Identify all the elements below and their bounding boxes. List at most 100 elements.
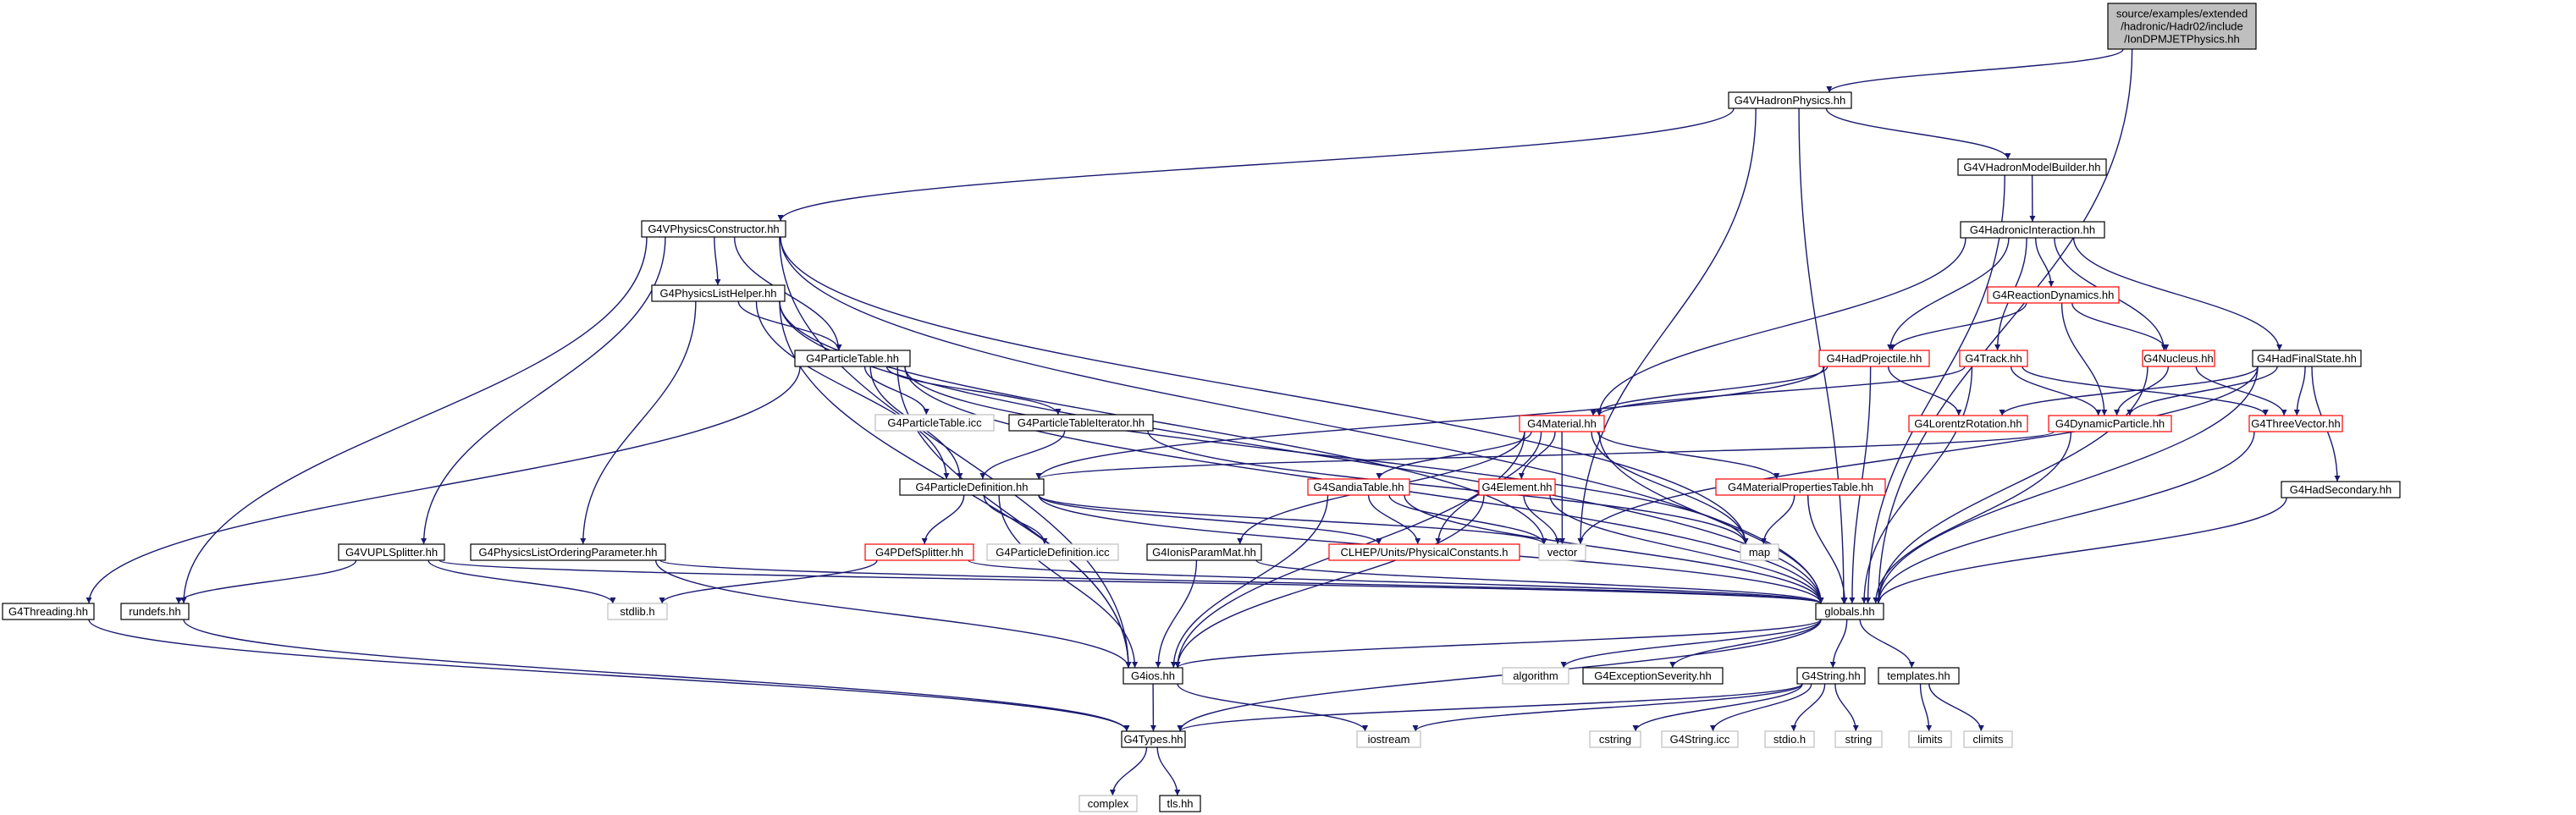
node-box[interactable] <box>899 478 1045 496</box>
node-G4MaterialPropertiesTable[interactable]: G4MaterialPropertiesTable.hh <box>1715 478 1886 496</box>
node-G4LorentzRotation[interactable]: G4LorentzRotation.hh <box>1908 415 2028 432</box>
node-G4ParticleDefinition[interactable]: G4ParticleDefinition.hh <box>899 478 1045 496</box>
node-box[interactable] <box>2 603 95 620</box>
node-box[interactable] <box>1146 543 1262 561</box>
node-G4HadSecondary[interactable]: G4HadSecondary.hh <box>2281 481 2401 498</box>
node-rundefs[interactable]: rundefs.hh <box>120 603 190 620</box>
node-root[interactable]: source/examples/extended/hadronic/Hadr02… <box>2107 3 2257 50</box>
node-G4SandiaTable[interactable]: G4SandiaTable.hh <box>1307 478 1410 496</box>
node-G4ParticleTable[interactable]: G4ParticleTable.hh <box>794 350 911 367</box>
node-tls[interactable]: tls.hh <box>1159 795 1201 812</box>
node-box[interactable] <box>470 543 666 561</box>
node-box[interactable] <box>1078 795 1138 812</box>
node-box[interactable] <box>1764 730 1815 748</box>
node-iostream[interactable]: iostream <box>1356 730 1421 748</box>
node-box[interactable] <box>1008 414 1154 432</box>
node-G4ExceptionSeverity[interactable]: G4ExceptionSeverity.hh <box>1582 667 1724 685</box>
node-G4IonisParamMat[interactable]: G4IonisParamMat.hh <box>1146 543 1262 561</box>
node-box[interactable] <box>2048 415 2172 432</box>
node-box[interactable] <box>1328 543 1520 561</box>
node-box[interactable] <box>1121 730 1186 748</box>
node-G4HadronicInteraction[interactable]: G4HadronicInteraction.hh <box>1960 221 2105 239</box>
node-box[interactable] <box>1796 667 1866 685</box>
node-globals[interactable]: globals.hh <box>1815 603 1884 620</box>
node-box[interactable] <box>1908 415 2028 432</box>
node-box[interactable] <box>1661 730 1739 748</box>
node-G4PhysicsListOrderingParameter[interactable]: G4PhysicsListOrderingParameter.hh <box>470 543 666 561</box>
node-box[interactable] <box>1478 478 1556 496</box>
node-box[interactable] <box>1502 667 1569 685</box>
node-box[interactable] <box>864 543 974 561</box>
node-box[interactable] <box>651 284 786 302</box>
node-box[interactable] <box>1715 478 1886 496</box>
node-stdioh[interactable]: stdio.h <box>1764 730 1815 748</box>
node-G4ReactionDynamics[interactable]: G4ReactionDynamics.hh <box>1987 286 2120 304</box>
node-G4StringIcc[interactable]: G4String.icc <box>1661 730 1739 748</box>
node-box[interactable] <box>1589 730 1641 748</box>
node-G4VHadronPhysics[interactable]: G4VHadronPhysics.hh <box>1728 91 1852 109</box>
node-box[interactable] <box>1878 667 1960 685</box>
node-G4VPhysicsConstructor[interactable]: G4VPhysicsConstructor.hh <box>641 220 786 238</box>
node-box[interactable] <box>1957 158 2107 176</box>
node-complex[interactable]: complex <box>1078 795 1138 812</box>
node-box[interactable] <box>1815 603 1884 620</box>
node-G4VHadronModelBuilder[interactable]: G4VHadronModelBuilder.hh <box>1957 158 2107 176</box>
node-G4PhysicsListHelper[interactable]: G4PhysicsListHelper.hh <box>651 284 786 302</box>
node-G4ios[interactable]: G4ios.hh <box>1123 667 1183 685</box>
node-box[interactable] <box>1538 543 1586 561</box>
node-G4HadFinalState[interactable]: G4HadFinalState.hh <box>2252 350 2362 367</box>
node-G4Element[interactable]: G4Element.hh <box>1478 478 1556 496</box>
node-templates[interactable]: templates.hh <box>1878 667 1960 685</box>
node-box[interactable] <box>794 350 911 367</box>
node-box[interactable] <box>641 220 786 238</box>
node-CLHEP[interactable]: CLHEP/Units/PhysicalConstants.h <box>1328 543 1520 561</box>
node-box[interactable] <box>1582 667 1724 685</box>
node-G4ThreeVector[interactable]: G4ThreeVector.hh <box>2248 415 2343 432</box>
node-cstring[interactable]: cstring <box>1589 730 1641 748</box>
node-vector[interactable]: vector <box>1538 543 1586 561</box>
node-box[interactable] <box>1818 350 1930 367</box>
node-box[interactable] <box>338 543 445 561</box>
node-box[interactable] <box>120 603 190 620</box>
node-algorithm[interactable]: algorithm <box>1502 667 1569 685</box>
node-box[interactable] <box>1963 730 2013 748</box>
node-G4PDefSplitter[interactable]: G4PDefSplitter.hh <box>864 543 974 561</box>
node-G4String[interactable]: G4String.hh <box>1796 667 1866 685</box>
node-box[interactable] <box>1908 730 1952 748</box>
node-box[interactable] <box>1123 667 1183 685</box>
node-box[interactable] <box>2281 481 2401 498</box>
node-box[interactable] <box>2107 3 2257 50</box>
node-box[interactable] <box>2142 350 2215 367</box>
node-string[interactable]: string <box>1834 730 1883 748</box>
node-box[interactable] <box>2252 350 2362 367</box>
node-climits[interactable]: climits <box>1963 730 2013 748</box>
node-G4HadProjectile[interactable]: G4HadProjectile.hh <box>1818 350 1930 367</box>
node-G4Material[interactable]: G4Material.hh <box>1519 415 1605 432</box>
node-G4Threading[interactable]: G4Threading.hh <box>2 603 95 620</box>
node-box[interactable] <box>874 414 995 432</box>
node-limits[interactable]: limits <box>1908 730 1952 748</box>
node-box[interactable] <box>1959 350 2028 367</box>
node-box[interactable] <box>1987 286 2120 304</box>
node-G4ParticleDefinitionIcc[interactable]: G4ParticleDefinition.icc <box>986 543 1119 561</box>
node-G4Track[interactable]: G4Track.hh <box>1959 350 2028 367</box>
node-box[interactable] <box>1960 221 2105 239</box>
node-G4ParticleTableIterator[interactable]: G4ParticleTableIterator.hh <box>1008 414 1154 432</box>
node-box[interactable] <box>986 543 1119 561</box>
node-G4Nucleus[interactable]: G4Nucleus.hh <box>2142 350 2215 367</box>
node-box[interactable] <box>1834 730 1883 748</box>
node-G4Types[interactable]: G4Types.hh <box>1121 730 1186 748</box>
node-G4DynamicParticle[interactable]: G4DynamicParticle.hh <box>2048 415 2172 432</box>
node-map[interactable]: map <box>1740 543 1779 561</box>
node-box[interactable] <box>1307 478 1410 496</box>
node-stdlib[interactable]: stdlib.h <box>607 603 668 620</box>
node-box[interactable] <box>1159 795 1201 812</box>
node-box[interactable] <box>1740 543 1779 561</box>
node-box[interactable] <box>2248 415 2343 432</box>
node-G4VUPLSplitter[interactable]: G4VUPLSplitter.hh <box>338 543 445 561</box>
node-box[interactable] <box>1519 415 1605 432</box>
node-box[interactable] <box>1356 730 1421 748</box>
node-box[interactable] <box>1728 91 1852 109</box>
node-box[interactable] <box>607 603 668 620</box>
node-G4ParticleTableIcc[interactable]: G4ParticleTable.icc <box>874 414 995 432</box>
